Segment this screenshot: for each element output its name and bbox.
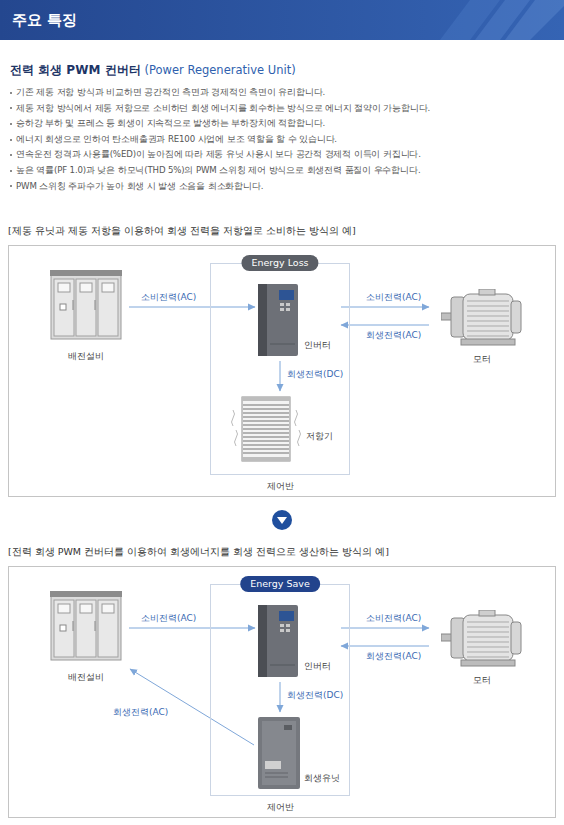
resistor-label: 저항기 <box>306 430 333 443</box>
switchgear-icon-art <box>50 591 122 661</box>
inverter-label: 인버터 <box>304 660 331 673</box>
power-flow-arrow <box>129 307 255 308</box>
control-label: 제어반 <box>210 801 350 814</box>
panel-node: [제동 유닛과 제동 저항을 이용하여 회생 전력을 저항열로 소비하는 방식의… <box>8 222 556 497</box>
bullet-line: 에너지 회생으로 인하여 탄소배출권과 RE100 사업에 보조 역할을 할 수… <box>10 132 558 148</box>
section-subtitle: (Power Regenerative Unit) <box>145 63 296 77</box>
power-flow-arrow <box>341 307 429 308</box>
bullet-line: 연속운전 정격과 사용률(%ED)이 높아짐에 따라 제동 유닛 사용시 보다 … <box>10 147 558 163</box>
motor-icon-art <box>441 289 523 347</box>
bullet-text: 높은 역률(PF 1.0)과 낮은 하모닉(THD 5%)의 PWM 스위칭 제… <box>16 163 420 179</box>
resistor-icon <box>230 396 302 462</box>
inverter-icon <box>258 284 298 356</box>
next-step-arrow <box>272 510 292 530</box>
bullet-text: PWM 스위칭 주파수가 높아 회생 시 발생 소음을 최소화합니다. <box>16 179 263 195</box>
motor-node: 모터 <box>432 285 532 365</box>
flow-label: 회생전력(AC) <box>365 650 422 663</box>
flow-label: 회생전력(AC) <box>112 706 169 719</box>
bullet-list: 기존 제동 저항 방식과 비교하면 공간적인 측면과 경제적인 측면이 유리합니… <box>10 85 558 194</box>
switchgear-icon-art <box>50 270 122 340</box>
header-title: 주요 특징 <box>12 11 77 30</box>
inverter-icon-art <box>258 605 298 677</box>
section-title-row: 전력 회생 PWM 컨버터 (Power Regenerative Unit) <box>10 62 296 79</box>
bullet-dot <box>10 185 12 187</box>
regen-label: 회생유닛 <box>304 772 340 785</box>
power-flow-arrow <box>341 325 429 326</box>
cabinet-node: 배전설비 <box>46 591 126 686</box>
bullet-text: 연속운전 정격과 사용률(%ED)이 높아짐에 따라 제동 유닛 사용시 보다 … <box>16 147 421 163</box>
regen-unit-icon-art <box>258 717 300 789</box>
panel-caption: [제동 유닛과 제동 저항을 이용하여 회생 전력을 저항열로 소비하는 방식의… <box>8 225 356 238</box>
bullet-line: 기존 제동 저항 방식과 비교하면 공간적인 측면과 경제적인 측면이 유리합니… <box>10 85 558 101</box>
bullet-dot <box>10 123 12 125</box>
inverter-icon-art <box>258 284 298 356</box>
flow-label: 회생전력(DC) <box>286 689 344 702</box>
motor-label: 모터 <box>432 674 532 687</box>
control-label: 제어반 <box>210 480 350 493</box>
motor-label: 모터 <box>432 353 532 366</box>
motor-node: 모터 <box>432 606 532 686</box>
bullet-text: 에너지 회생으로 인하여 탄소배출권과 RE100 사업에 보조 역할을 할 수… <box>16 132 337 148</box>
flow-label: 소비전력(AC) <box>140 612 197 625</box>
status-tab: Energy Save <box>240 576 320 592</box>
power-flow-arrow <box>280 682 281 712</box>
cabinet-label: 배전설비 <box>46 671 126 684</box>
bullet-dot <box>10 154 12 156</box>
regen-node: 회생유닛 <box>258 715 350 791</box>
resistor-icon-art <box>230 396 302 462</box>
inverter-node: 인버터 <box>258 603 338 679</box>
power-flow-arrow <box>341 646 429 647</box>
section-title: 전력 회생 PWM 컨버터 <box>10 62 141 79</box>
switchgear-icon <box>50 591 122 661</box>
motor-icon <box>441 289 523 347</box>
cabinet-label: 배전설비 <box>46 350 126 363</box>
inverter-icon <box>258 605 298 677</box>
motor-icon-art <box>441 610 523 668</box>
motor-icon <box>441 610 523 668</box>
inverter-label: 인버터 <box>304 339 331 352</box>
flow-label: 회생전력(AC) <box>365 329 422 342</box>
flow-label: 소비전력(AC) <box>140 291 197 304</box>
status-tab: Energy Loss <box>241 255 318 271</box>
bullet-dot <box>10 107 12 109</box>
panel-node: [전력 회생 PWM 컨버터를 이용하여 회생에너지를 회생 전력으로 생산하는… <box>8 543 556 818</box>
bullet-line: 높은 역률(PF 1.0)과 낮은 하모닉(THD 5%)의 PWM 스위칭 제… <box>10 163 558 179</box>
bullet-text: 기존 제동 저항 방식과 비교하면 공간적인 측면과 경제적인 측면이 유리합니… <box>16 85 325 101</box>
inverter-node: 인버터 <box>258 282 338 358</box>
flow-label: 소비전력(AC) <box>365 612 422 625</box>
bullet-text: 승하강 부하 및 프레스 등 회생이 지속적으로 발생하는 부하장치에 적합합니… <box>16 116 325 132</box>
cabinet-node: 배전설비 <box>46 270 126 365</box>
bullet-dot <box>10 92 12 94</box>
power-flow-arrow <box>129 628 255 629</box>
switchgear-icon <box>50 270 122 340</box>
bullet-dot <box>10 170 12 172</box>
power-flow-arrow <box>341 628 429 629</box>
bullet-line: PWM 스위칭 주파수가 높아 회생 시 발생 소음을 최소화합니다. <box>10 179 558 195</box>
flow-label: 회생전력(DC) <box>286 368 344 381</box>
header-band-art <box>0 0 564 40</box>
panel-caption: [전력 회생 PWM 컨버터를 이용하여 회생에너지를 회생 전력으로 생산하는… <box>8 546 389 559</box>
bullet-dot <box>10 139 12 141</box>
regen-unit-icon <box>258 717 300 789</box>
flow-label: 소비전력(AC) <box>365 291 422 304</box>
bullet-text: 제동 저항 방식에서 제동 저항으로 소비하던 회생 에너지를 회수하는 방식으… <box>16 101 430 117</box>
resistor-node: 저항기 <box>230 394 342 466</box>
bullet-line: 제동 저항 방식에서 제동 저항으로 소비하던 회생 에너지를 회수하는 방식으… <box>10 101 558 117</box>
bullet-line: 승하강 부하 및 프레스 등 회생이 지속적으로 발생하는 부하장치에 적합합니… <box>10 116 558 132</box>
power-flow-arrow <box>280 361 281 391</box>
